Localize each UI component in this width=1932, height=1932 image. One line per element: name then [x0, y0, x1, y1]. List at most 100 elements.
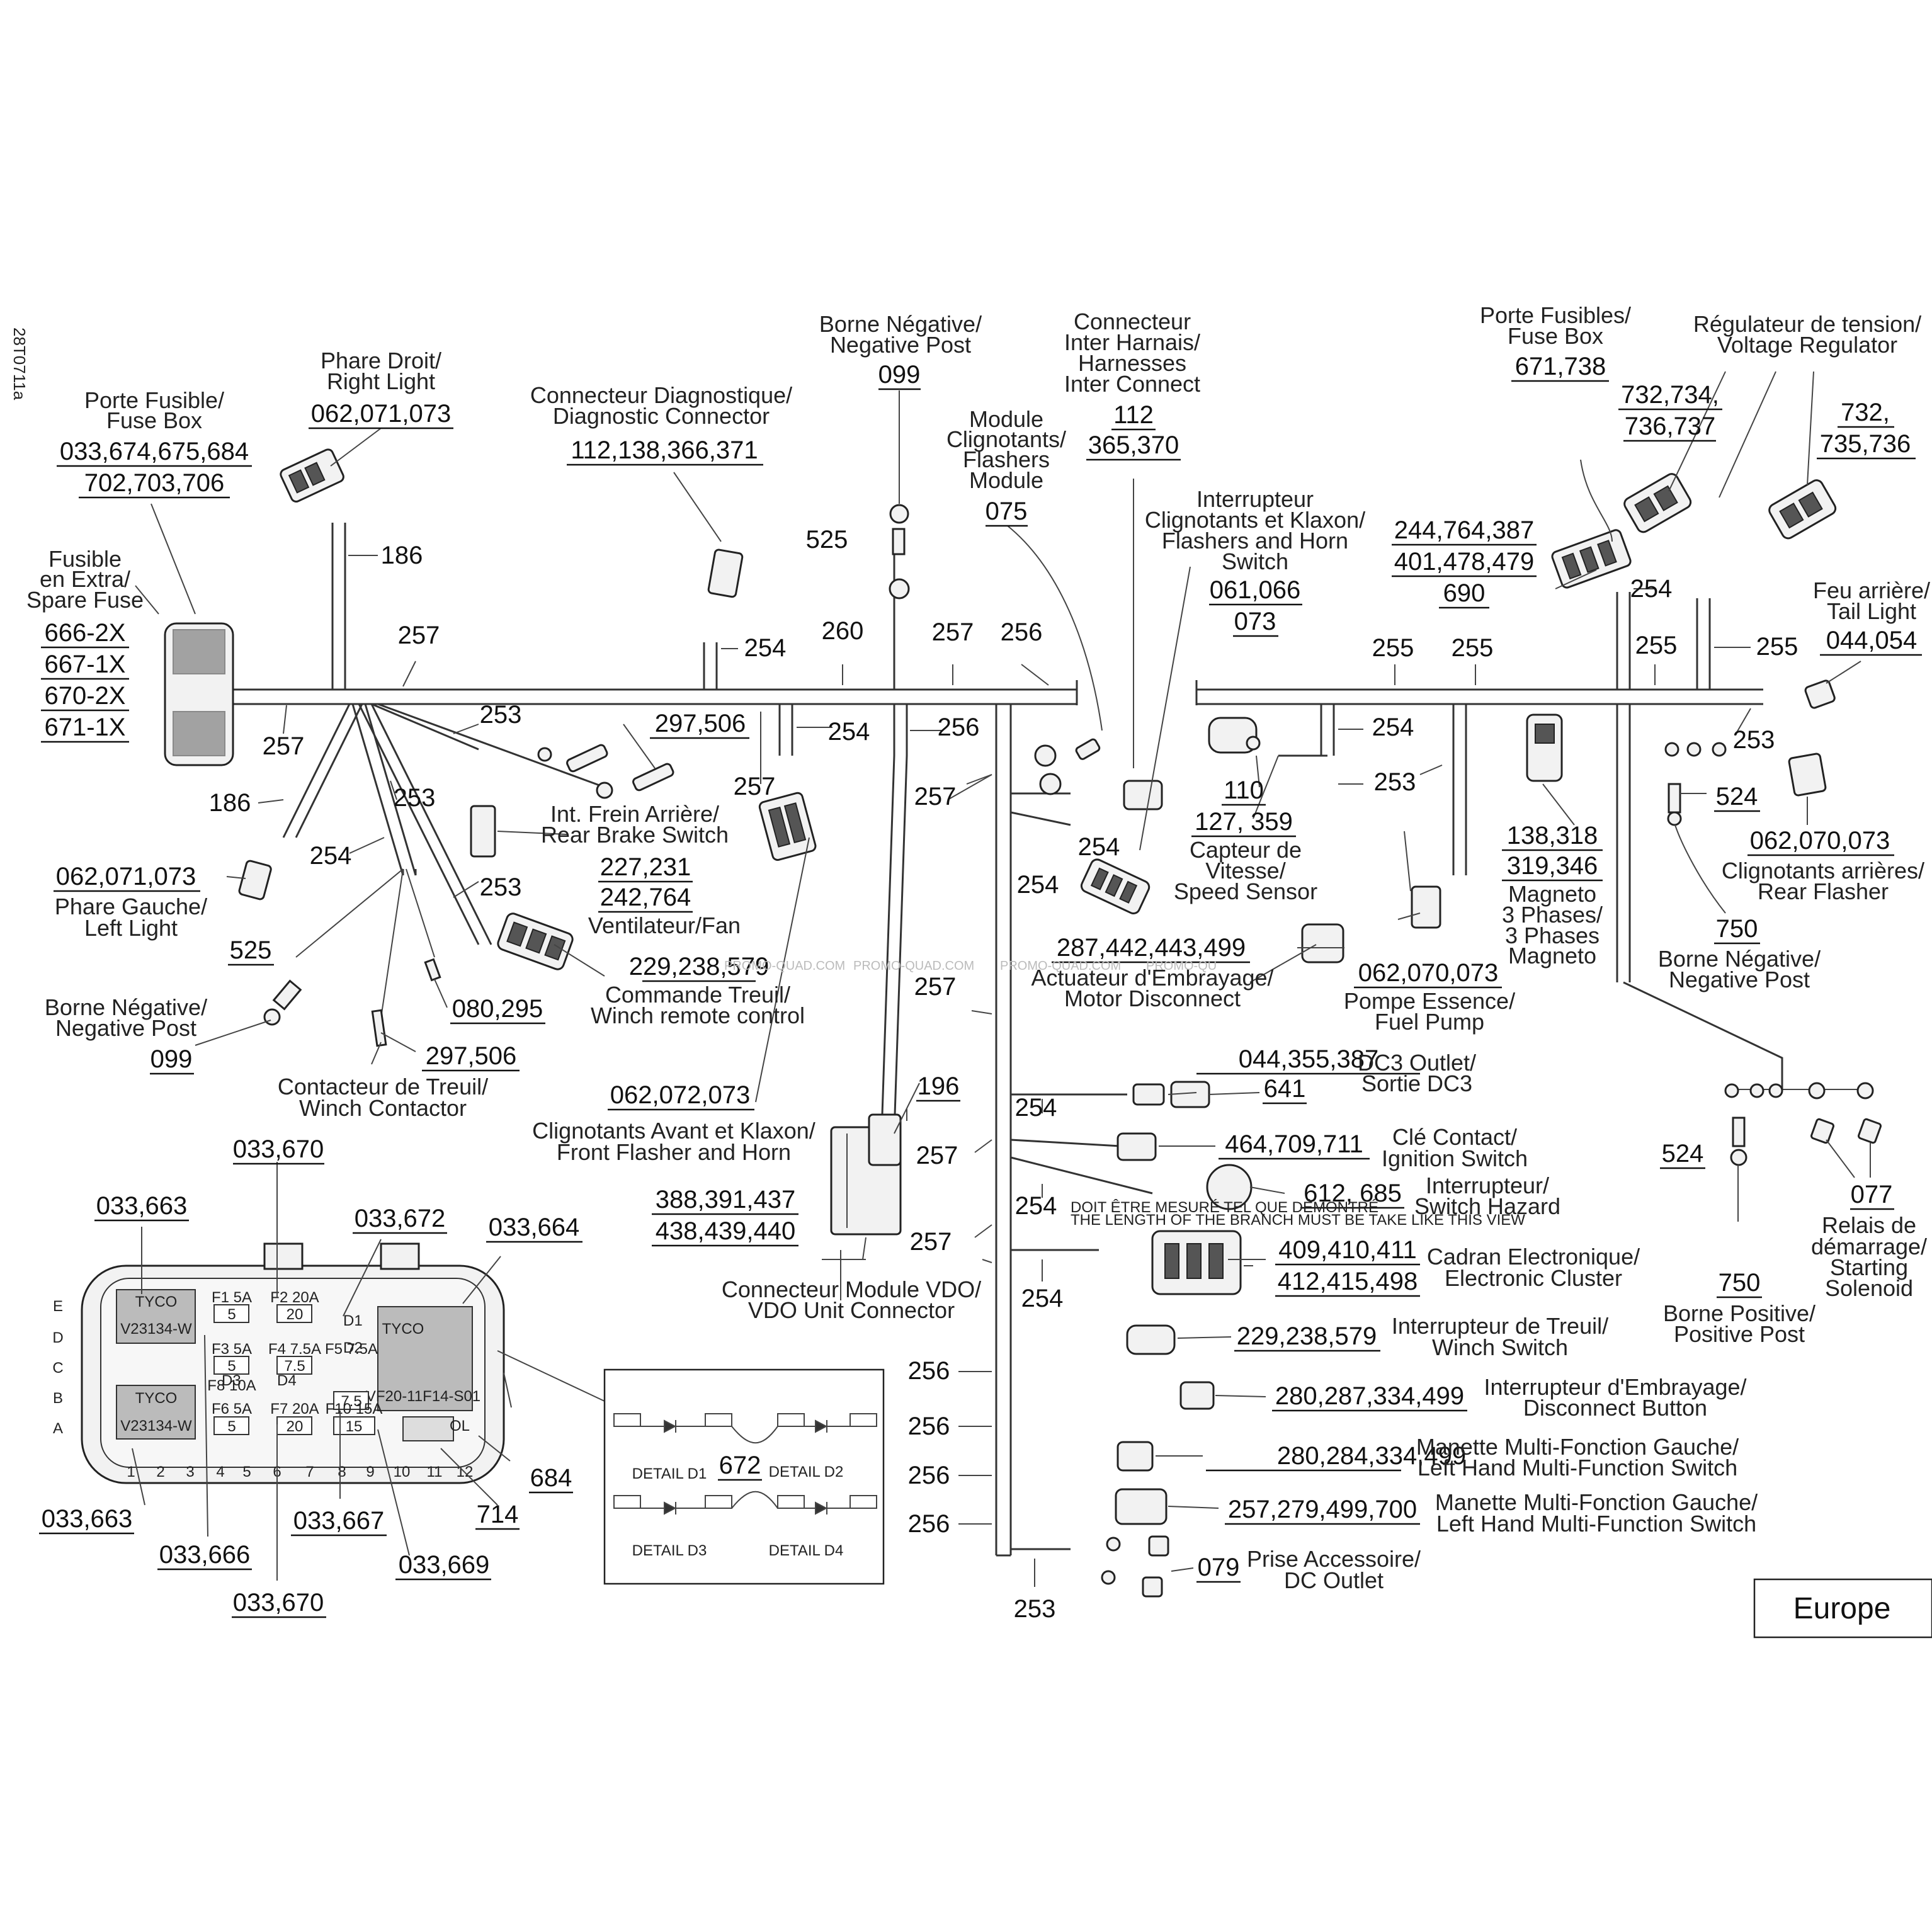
svg-text:099: 099 [878, 361, 921, 389]
left-light-label: 062,071,073 Phare Gauche/ Left Light [54, 863, 207, 941]
svg-text:255: 255 [1452, 634, 1494, 662]
svg-text:Interrupteur: Interrupteur [1196, 486, 1314, 512]
svg-text:257: 257 [914, 973, 957, 1001]
svg-text:Flashers: Flashers [963, 446, 1050, 472]
spare-fuse-label: Fusible en Extra/ Spare Fuse 666-2X 667-… [26, 546, 144, 743]
svg-text:750: 750 [1716, 915, 1758, 943]
svg-text:227,231: 227,231 [600, 853, 691, 881]
svg-text:Porte Fusible/: Porte Fusible/ [84, 387, 224, 413]
dc3-connector-icon [1132, 1083, 1165, 1106]
svg-text:Negative Post: Negative Post [55, 1015, 196, 1041]
svg-text:061,066: 061,066 [1210, 576, 1301, 604]
winch-switch-label: 229,238,579 Interrupteur de Treuil/ Winc… [1234, 1313, 1608, 1360]
voltage-regulator-connector-2-icon [1768, 479, 1837, 540]
flasher-horn-switch-icon [1080, 858, 1151, 914]
svg-text:Left Hand Multi-Function Switc: Left Hand Multi-Function Switch [1436, 1511, 1756, 1537]
svg-text:F3 5A: F3 5A [212, 1341, 252, 1358]
rear-brake-label: 297,506 Int. Frein Arrière/ Rear Brake S… [541, 710, 749, 848]
svg-text:Voltage Regulator: Voltage Regulator [1717, 332, 1897, 358]
rear-brake-switch-icon [566, 744, 608, 773]
svg-text:612, 685: 612, 685 [1304, 1179, 1402, 1207]
svg-text:VF20-11F14-S01: VF20-11F14-S01 [366, 1388, 480, 1405]
ignition-label: 464,709,711 Clé Contact/ Ignition Switch [1219, 1124, 1528, 1171]
svg-text:20: 20 [287, 1306, 304, 1323]
switch-hazard-label: 612, 685 Interrupteur/ Switch Hazard [1300, 1173, 1560, 1219]
svg-text:750: 750 [1719, 1269, 1761, 1297]
svg-text:D4: D4 [277, 1372, 297, 1389]
svg-text:Left Light: Left Light [84, 915, 178, 941]
svg-text:Magneto: Magneto [1508, 943, 1596, 969]
positive-post-icon [1732, 1117, 1746, 1147]
svg-text:Ventilateur/Fan: Ventilateur/Fan [588, 912, 741, 938]
left-light-connector-icon [238, 860, 272, 901]
svg-text:033,664: 033,664 [489, 1213, 580, 1241]
disconnect-button-label: 280,287,334,499 Interrupteur d'Embrayage… [1272, 1374, 1747, 1421]
svg-text:196: 196 [918, 1072, 960, 1100]
svg-text:TYCO: TYCO [135, 1390, 178, 1407]
svg-text:257: 257 [263, 732, 305, 760]
svg-text:079: 079 [1198, 1554, 1240, 1581]
svg-text:Left Hand Multi-Function Switc: Left Hand Multi-Function Switch [1418, 1455, 1737, 1480]
winch-remote-connector-icon [497, 912, 574, 970]
svg-text:en Extra/: en Extra/ [40, 566, 130, 592]
svg-text:Clignotants/: Clignotants/ [946, 426, 1066, 452]
front-flasher-label: 062,072,073 Clignotants Avant et Klaxon/… [532, 1081, 815, 1165]
svg-text:Module: Module [969, 467, 1043, 493]
svg-text:Interrupteur de Treuil/: Interrupteur de Treuil/ [1392, 1313, 1608, 1339]
pos-post-label: 750 Borne Positive/ Positive Post [1663, 1269, 1816, 1347]
svg-text:388,391,437: 388,391,437 [656, 1186, 795, 1213]
svg-text:256: 256 [938, 713, 980, 741]
svg-text:Feu arrière/: Feu arrière/ [1813, 577, 1930, 603]
svg-text:Fuse Box: Fuse Box [106, 407, 202, 433]
svg-text:033,669: 033,669 [399, 1551, 490, 1579]
rear-flasher-connector-icon [1788, 753, 1827, 797]
svg-text:Borne Négative/: Borne Négative/ [1658, 946, 1821, 972]
svg-text:256: 256 [908, 1462, 950, 1489]
fan-label: 227,231 242,764 Ventilateur/Fan [588, 853, 741, 938]
svg-text:Connecteur Module VDO/: Connecteur Module VDO/ [722, 1276, 981, 1302]
svg-text:DC3 Outlet/: DC3 Outlet/ [1358, 1050, 1476, 1076]
svg-text:Pompe Essence/: Pompe Essence/ [1344, 988, 1515, 1014]
svg-text:732,: 732, [1841, 399, 1890, 426]
fan-connector-icon [470, 805, 496, 858]
svg-text:2: 2 [156, 1463, 164, 1480]
svg-text:Fusible: Fusible [48, 546, 122, 572]
svg-text:10: 10 [394, 1463, 411, 1480]
svg-text:Electronic Cluster: Electronic Cluster [1445, 1265, 1622, 1291]
svg-text:244,764,387: 244,764,387 [1394, 516, 1534, 544]
drawing-id: 28T0711a [10, 327, 29, 401]
svg-text:075: 075 [986, 497, 1028, 525]
fuel-pump-label: 062,070,073 Pompe Essence/ Fuel Pump [1344, 959, 1515, 1035]
svg-text:PROMO-QUAD.COM: PROMO-QUAD.COM [853, 959, 974, 973]
fuse-box-right-numbers: 244,764,387 401,478,479 690 [1392, 516, 1537, 609]
svg-text:Interrupteur/: Interrupteur/ [1426, 1173, 1549, 1198]
inter-connect-icon [1123, 780, 1163, 810]
svg-text:9: 9 [366, 1463, 374, 1480]
svg-text:229,238,579: 229,238,579 [1237, 1322, 1377, 1350]
svg-text:684: 684 [530, 1464, 572, 1492]
svg-text:PROMO-QU: PROMO-QU [1146, 959, 1217, 973]
svg-text:Borne Positive/: Borne Positive/ [1663, 1300, 1816, 1326]
svg-text:Starting: Starting [1830, 1254, 1908, 1280]
svg-text:Motor Disconnect: Motor Disconnect [1064, 986, 1241, 1011]
svg-text:Winch Switch: Winch Switch [1432, 1334, 1568, 1360]
svg-text:254: 254 [828, 718, 870, 746]
svg-text:714: 714 [477, 1501, 519, 1528]
svg-text:524: 524 [1662, 1140, 1704, 1168]
svg-text:4: 4 [216, 1463, 224, 1480]
svg-text:Tail Light: Tail Light [1827, 598, 1916, 624]
svg-text:525: 525 [806, 526, 848, 554]
svg-text:062,072,073: 062,072,073 [610, 1081, 750, 1109]
dc-outlet-connector-icon [1148, 1535, 1169, 1557]
motor-disconnect-label: 287,442,443,499 Actuateur d'Embrayage/ M… [1031, 934, 1273, 1011]
ignition-switch-icon [1117, 1132, 1157, 1161]
svg-text:Switch Hazard: Switch Hazard [1414, 1193, 1560, 1219]
svg-text:15: 15 [346, 1418, 363, 1435]
svg-text:TYCO: TYCO [135, 1293, 178, 1310]
mfs2-label: 257,279,499,700 Manette Multi-Fonction G… [1225, 1489, 1758, 1537]
svg-text:Commande Treuil/: Commande Treuil/ [605, 982, 790, 1008]
svg-text:5: 5 [242, 1463, 251, 1480]
svg-text:Manette Multi-Fonction Gauche/: Manette Multi-Fonction Gauche/ [1416, 1434, 1739, 1460]
svg-text:257,279,499,700: 257,279,499,700 [1228, 1496, 1417, 1523]
